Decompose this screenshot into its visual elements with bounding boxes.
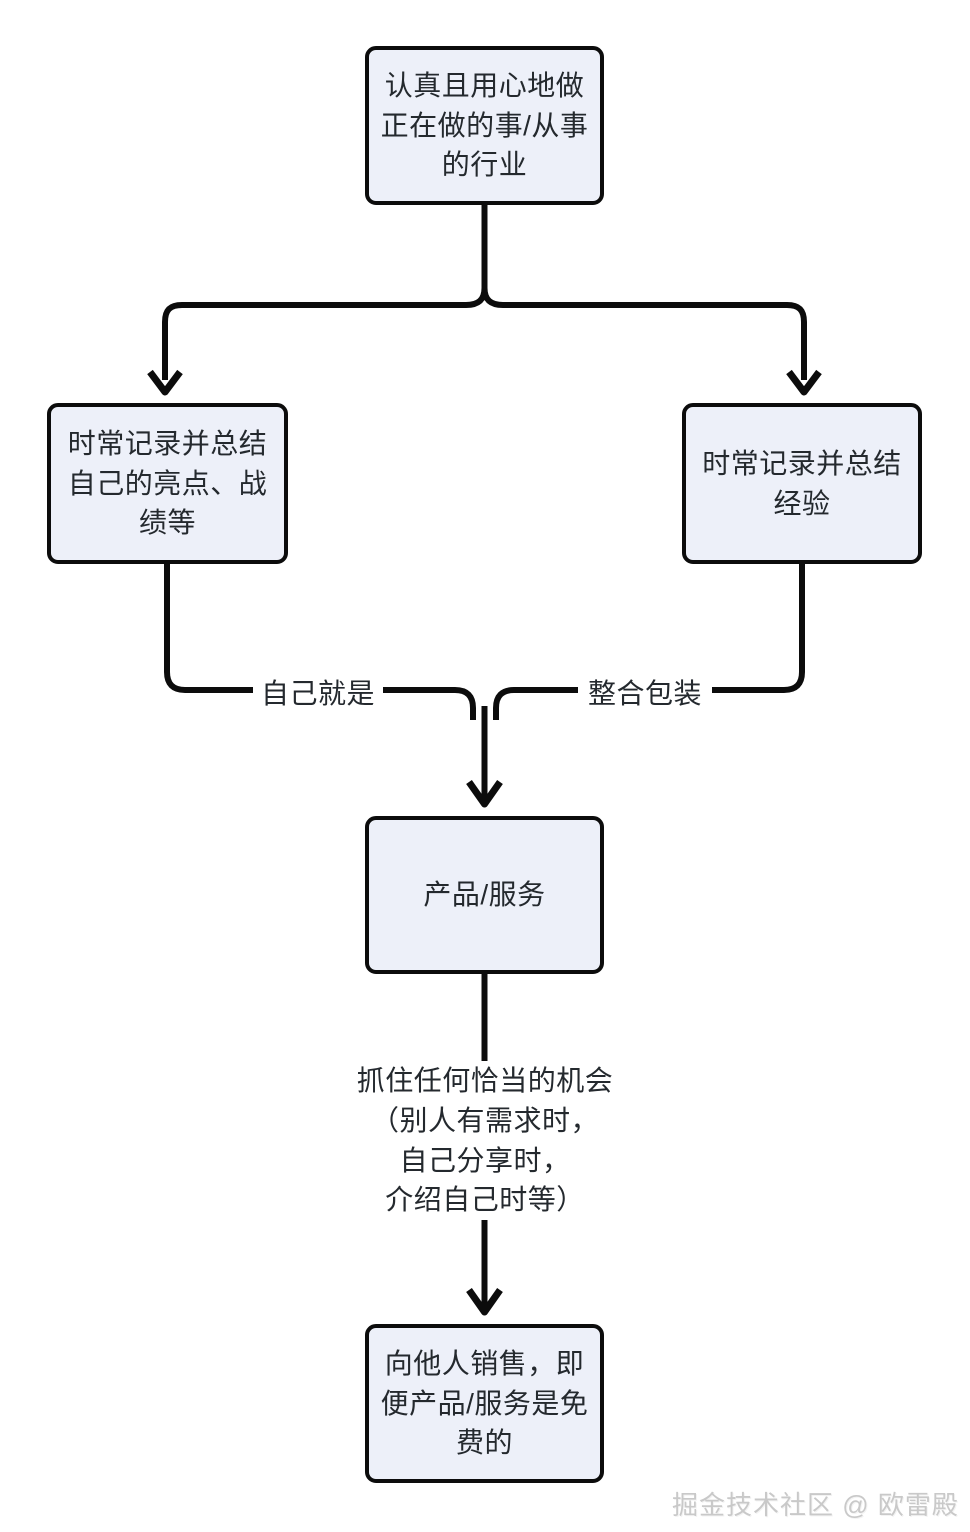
arrowhead-to-left-node bbox=[147, 369, 183, 396]
node-record-experience[interactable]: 时常记录并总结 经验 bbox=[682, 403, 922, 564]
arrowhead-to-sell bbox=[466, 1287, 503, 1316]
edge-fork-left bbox=[162, 287, 488, 380]
edge-fork-right bbox=[481, 287, 807, 380]
node-product-service[interactable]: 产品/服务 bbox=[365, 816, 604, 974]
arrowhead-to-right-node bbox=[786, 369, 822, 396]
edge-label-seize-opportunity: 抓住任何恰当的机会 （别人有需求时， 自己分享时， 介绍自己时等） bbox=[340, 1061, 630, 1220]
edge-label-self-is: 自己就是 bbox=[253, 674, 383, 714]
watermark: 掘金技术社区 @ 欧雷殿 bbox=[672, 1490, 959, 1520]
edge-label-integrate-package: 整合包装 bbox=[578, 674, 712, 714]
node-do-work-earnestly[interactable]: 认真且用心地做 正在做的事/从事 的行业 bbox=[365, 46, 604, 205]
node-record-highlights[interactable]: 时常记录并总结 自己的亮点、战 绩等 bbox=[47, 403, 288, 564]
arrowhead-to-product bbox=[466, 779, 503, 808]
node-sell-to-others[interactable]: 向他人销售，即 便产品/服务是免 费的 bbox=[365, 1324, 604, 1483]
